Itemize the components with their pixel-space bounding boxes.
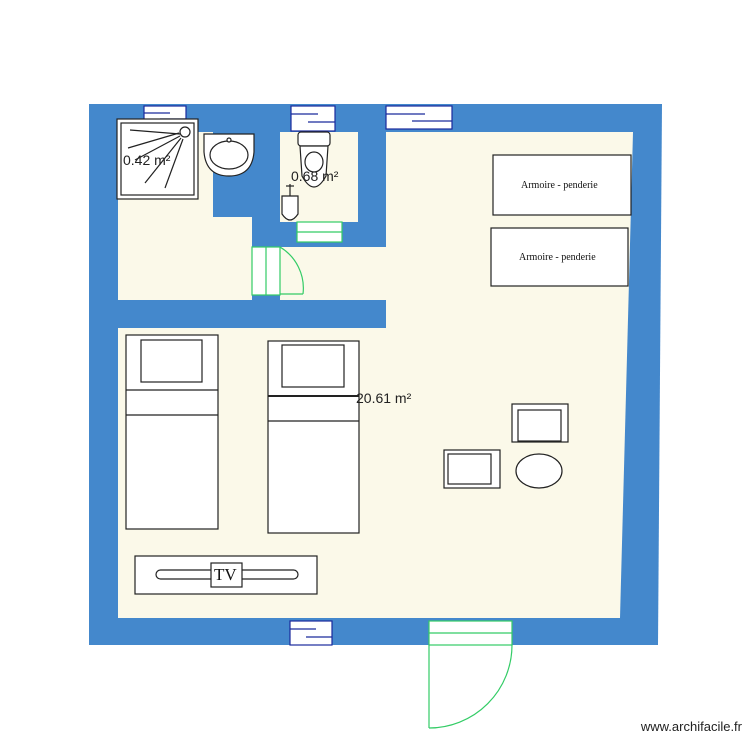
watermark-text: www.archifacile.fr — [640, 719, 742, 734]
armchair-1 — [511, 403, 569, 443]
shower-area-label: 0.42 m² — [123, 152, 171, 168]
vestibule-floor — [118, 217, 252, 300]
wardrobe-2-label: Armoire - penderie — [519, 252, 596, 263]
wardrobe-1 — [492, 154, 632, 216]
wardrobe-2 — [490, 227, 629, 287]
shower-tray — [116, 118, 199, 200]
main-room-area-label: 20.61 m² — [356, 390, 412, 406]
window-bottom — [289, 620, 333, 646]
bed-1 — [125, 334, 219, 530]
wc-area-label: 0.68 m² — [291, 168, 339, 184]
wardrobe-1-label: Armoire - penderie — [521, 180, 598, 191]
door-bathroom — [251, 246, 304, 296]
bidet — [281, 184, 299, 221]
door-entrance — [428, 620, 513, 729]
window-top-right — [385, 105, 453, 130]
washbasin — [203, 133, 255, 177]
round-table — [515, 453, 563, 489]
door-wc — [296, 221, 343, 243]
wall-horizontal — [118, 300, 386, 328]
bed-2 — [267, 340, 360, 534]
tv-label: TV — [214, 565, 237, 584]
toilet — [297, 131, 331, 188]
window-top-middle — [290, 105, 336, 132]
armchair-2 — [443, 449, 501, 489]
tv-stand — [134, 555, 318, 595]
